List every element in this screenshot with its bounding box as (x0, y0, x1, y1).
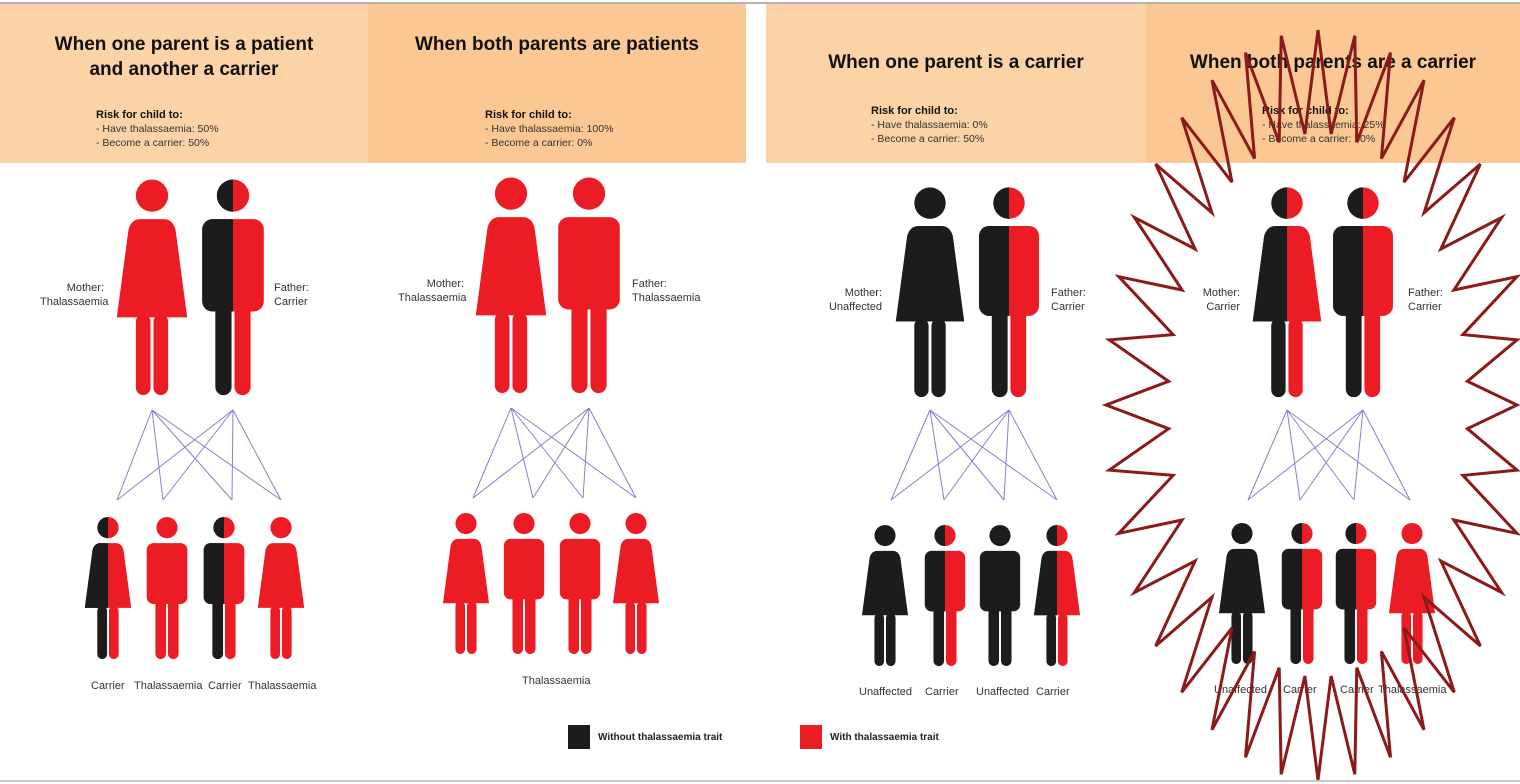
panel-2-header: When both parents are patients Risk for … (368, 4, 746, 163)
panel-1-risk: Risk for child to: - Have thalassaemia: … (96, 108, 219, 150)
panel-3-child-1-label: Unaffected (859, 686, 913, 698)
father-label-text: Father: (1051, 287, 1086, 299)
panel-3-child-2-label: Carrier (925, 686, 959, 698)
panel-1-child-2 (146, 516, 188, 660)
mother-label-text: Mother: (426, 278, 464, 290)
panel-1-mother-label: Mother: Thalassaemia (40, 281, 109, 309)
father-status-text: Carrier (1408, 301, 1442, 313)
legend-swatch-black (568, 725, 590, 749)
panel-1-links (116, 409, 282, 501)
panel-2-risk: Risk for child to: - Have thalassaemia: … (485, 108, 613, 150)
panel-1-risk-line-1: - Have thalassaemia: 50% (96, 123, 219, 135)
panel-2-children-caption: Thalassaemia (522, 675, 591, 687)
panel-2-mother (475, 177, 547, 394)
panel-2-risk-line-1: - Have thalassaemia: 100% (485, 123, 614, 135)
panel-1-child-3 (203, 516, 245, 660)
panel-1-header: When one parent is a patient and another… (0, 4, 368, 163)
legend-with-label: With thalassaemia trait (830, 731, 939, 743)
panel-1-child-1 (84, 516, 132, 660)
legend-without-label: Without thalassaemia trait (598, 731, 723, 743)
panel-1-father (202, 179, 264, 396)
legend-with-trait: With thalassaemia trait (800, 725, 939, 749)
panel-1-mother (116, 179, 188, 396)
panel-3-mother (895, 187, 965, 398)
panel-1-child-3-label: Carrier (208, 680, 242, 692)
panel-1-father-label: Father: Carrier (274, 281, 309, 309)
panel-4-child-2-label: Carrier (1283, 684, 1317, 696)
father-status-text: Carrier (274, 296, 308, 308)
panel-2-mother-label: Mother: Thalassaemia (398, 277, 467, 305)
panel-4-mother-label: Mother: Carrier (1196, 286, 1240, 314)
panel-4-risk-line-2: - Become a carrier: 50% (1262, 133, 1376, 145)
panel-1-title: When one parent is a patient and another… (54, 34, 314, 80)
image-gap (746, 4, 766, 164)
mother-label-text: Mother: (844, 287, 882, 299)
mother-label-text: Mother: (66, 282, 104, 294)
panel-2-child-4 (612, 512, 660, 655)
panel-1-child-4 (257, 516, 305, 660)
mother-status-text: Unaffected (828, 301, 882, 313)
panel-4-child-3-label: Carrier (1340, 684, 1374, 696)
panel-3-title: When one parent is a carrier (828, 52, 1084, 73)
panel-1-child-4-label: Thalassaemia (248, 680, 317, 692)
father-status-text: Thalassaemia (632, 292, 701, 304)
panel-3-father (979, 187, 1039, 398)
mother-status-text: Carrier (1206, 301, 1240, 313)
panel-4-child-1-label: Unaffected (1214, 684, 1268, 696)
panel-3-child-3-label: Unaffected (976, 686, 1030, 698)
panel-3-child-2 (924, 524, 966, 667)
panel-2-child-2 (503, 512, 545, 655)
panel-4-header: When both parents are a carrier Risk for… (1146, 4, 1520, 163)
panel-3-child-4 (1033, 524, 1081, 667)
legend-swatch-red (800, 725, 822, 749)
panel-3-child-1 (861, 524, 909, 667)
panel-3-risk: Risk for child to: - Have thalassaemia: … (871, 104, 988, 146)
father-status-text: Carrier (1051, 301, 1085, 313)
panel-3-links (890, 409, 1058, 501)
panel-1-child-1-label: Carrier (91, 680, 125, 692)
panel-1-child-2-label: Thalassaemia (134, 680, 203, 692)
panel-2-father-label: Father: Thalassaemia (632, 277, 700, 305)
panel-3-risk-heading: Risk for child to: (871, 105, 958, 117)
panel-2-title: When both parents are patients (415, 34, 699, 55)
father-label-text: Father: (1408, 287, 1443, 299)
panel-2-links (472, 407, 637, 499)
panel-3-child-4-label: Carrier (1036, 686, 1070, 698)
panel-2-child-3 (559, 512, 601, 655)
panel-2-risk-line-2: - Become a carrier: 0% (485, 137, 593, 149)
panel-4-father-label: Father: Carrier (1408, 286, 1443, 314)
panel-4-child-4-label: Thalassaemia (1378, 684, 1447, 696)
mother-status-text: Thalassaemia (40, 296, 109, 308)
panel-4-title: When both parents are a carrier (1189, 52, 1477, 73)
panel-2-father (558, 177, 620, 394)
father-label-text: Father: (274, 282, 309, 294)
mother-label-text: Mother: (1202, 287, 1240, 299)
mother-status-text: Thalassaemia (398, 292, 467, 304)
panel-4-risk-heading: Risk for child to: (1262, 105, 1349, 117)
legend-without-trait: Without thalassaemia trait (568, 725, 722, 749)
panel-3-risk-line-1: - Have thalassaemia: 0% (871, 119, 988, 131)
panel-4-risk: Risk for child to: - Have thalassaemia: … (1262, 104, 1385, 146)
panel-3-mother-label: Mother: Unaffected (826, 286, 882, 314)
panel-4-risk-line-1: - Have thalassaemia: 25% (1262, 119, 1385, 131)
panel-3-father-label: Father: Carrier (1051, 286, 1086, 314)
panel-1-risk-heading: Risk for child to: (96, 109, 183, 121)
panel-2-child-1 (442, 512, 490, 655)
panel-3-header: When one parent is a carrier Risk for ch… (766, 4, 1146, 163)
father-label-text: Father: (632, 278, 667, 290)
panel-2-risk-heading: Risk for child to: (485, 109, 572, 121)
panel-1-risk-line-2: - Become a carrier: 50% (96, 137, 210, 149)
panel-3-risk-line-2: - Become a carrier: 50% (871, 133, 985, 145)
panel-3-child-3 (979, 524, 1021, 667)
